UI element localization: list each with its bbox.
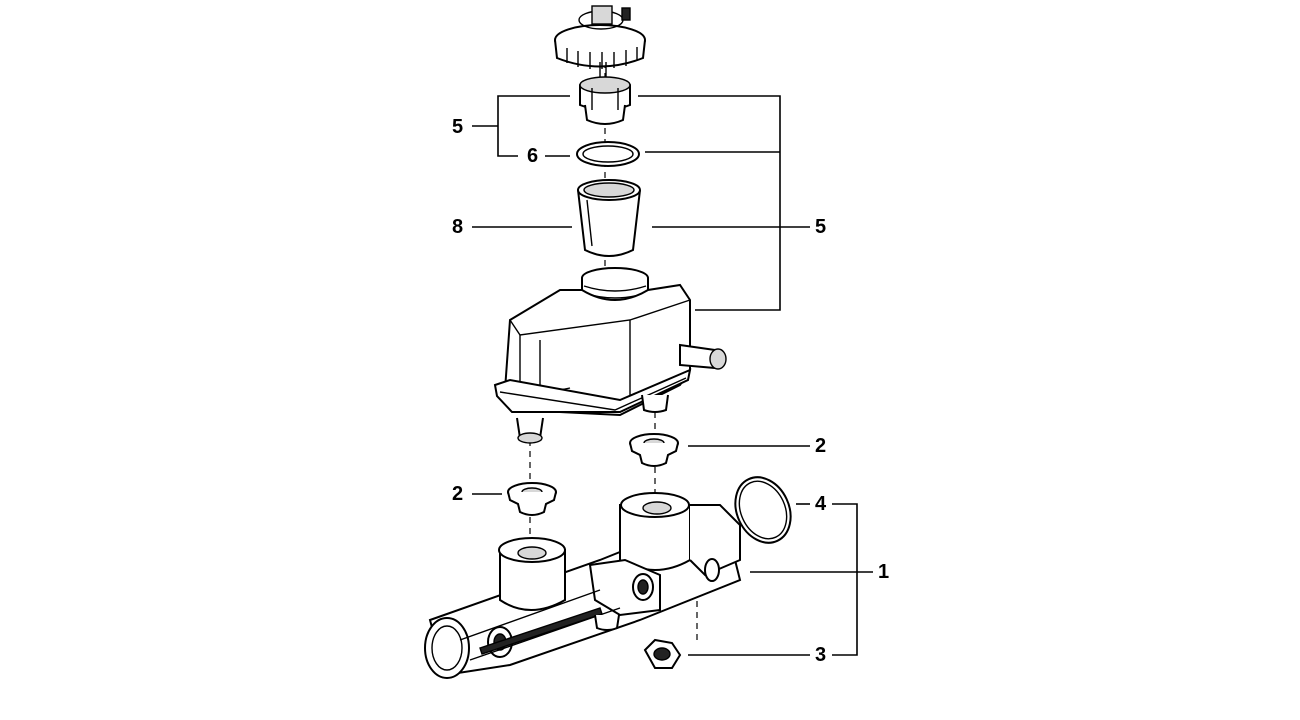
grommet-left-part-2 — [507, 482, 557, 516]
callout-6: 5 — [452, 116, 464, 138]
callout-2-left: 2 — [452, 483, 464, 505]
callout-2-right: 2 — [815, 435, 827, 457]
callout-5: 5 — [815, 216, 827, 238]
leader-lines — [472, 95, 873, 656]
callout-3: 3 — [815, 644, 827, 666]
callout-7: 6 — [527, 145, 539, 167]
nut-part-3 — [643, 638, 682, 669]
callout-4: 4 — [815, 493, 827, 515]
sealing-ring-part-7 — [576, 141, 640, 167]
callout-8: 8 — [452, 216, 464, 238]
grommet-right-part-2 — [629, 433, 679, 467]
reservoir-cap — [554, 5, 646, 80]
master-cylinder-part-1 — [424, 492, 742, 679]
o-ring-part-4 — [734, 476, 792, 544]
reservoir-tank-part-5 — [493, 267, 727, 444]
strainer-part-6 — [579, 76, 631, 125]
sleeve-part-8 — [577, 179, 641, 257]
callout-1: 1 — [878, 561, 890, 583]
